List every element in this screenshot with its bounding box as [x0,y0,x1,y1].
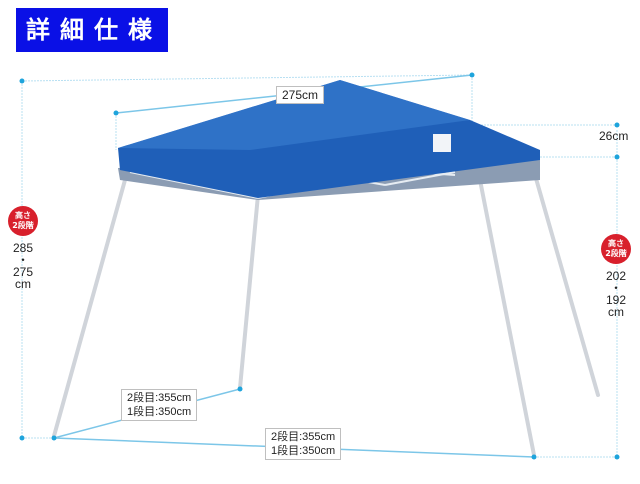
dimension-dots [19,72,620,460]
left-height-values: 285 ・ 275 cm [12,241,34,291]
guide-lines [21,74,618,458]
logo-patch [433,134,451,152]
top-width-label: 275cm [276,86,325,104]
spec-title-banner: 詳細仕様 [16,8,168,52]
canopy-height-label: 26cm [599,129,629,143]
depth-label: 2段目:355cm 1段目:350cm [121,389,198,421]
right-height-values: 202 ・ 192 cm [605,269,627,319]
left-height-badge: 高さ 2段階 [8,206,38,236]
tent-legs [52,173,600,457]
right-height-badge: 高さ 2段階 [601,234,631,264]
width-label: 2段目:355cm 1段目:350cm [265,428,342,460]
